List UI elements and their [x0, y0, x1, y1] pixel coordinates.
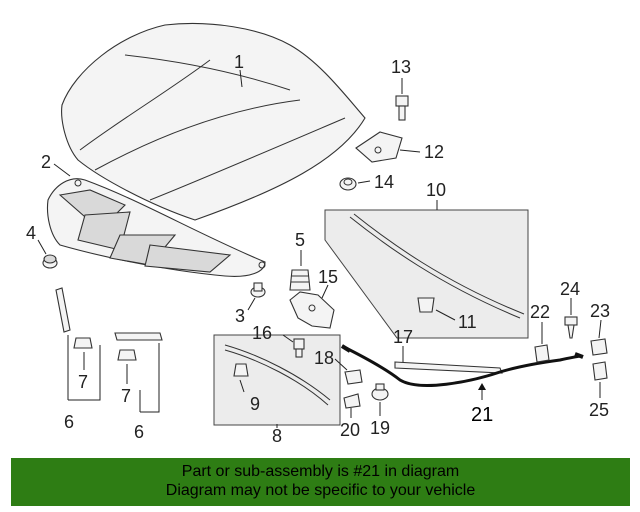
info-banner: Part or sub-assembly is #21 in diagram D… [11, 458, 630, 506]
callout-7b: 7 [121, 386, 131, 406]
callout-16: 16 [252, 323, 272, 343]
clip-22[interactable] [534, 344, 550, 363]
callout-8: 8 [272, 426, 282, 446]
hood-latch-bracket[interactable] [355, 131, 403, 163]
hood-hinge[interactable] [289, 291, 335, 329]
callout-24: 24 [560, 279, 580, 299]
callout-4: 4 [26, 223, 36, 243]
callout-6a: 6 [64, 412, 74, 432]
callout-22: 22 [530, 302, 550, 322]
callout-3: 3 [235, 306, 245, 326]
banner-line-1: Part or sub-assembly is #21 in diagram [181, 463, 460, 480]
retainer-23[interactable] [590, 338, 608, 356]
hood-bumper-3[interactable] [250, 282, 266, 298]
clamp-20[interactable] [343, 393, 361, 409]
weatherstrip-box[interactable] [324, 209, 529, 339]
callout-19: 19 [370, 418, 390, 438]
nut-14[interactable] [339, 177, 357, 191]
seal-strip-left[interactable] [55, 287, 71, 333]
callout-17: 17 [393, 327, 413, 347]
callout-13: 13 [391, 57, 411, 77]
callout-18: 18 [314, 348, 334, 368]
callout-12: 12 [424, 142, 444, 162]
hood-inner-frame[interactable] [46, 178, 266, 277]
bolt-16[interactable] [293, 338, 305, 358]
callout-9: 9 [250, 394, 260, 414]
callout-6b: 6 [134, 422, 144, 442]
callout-7a: 7 [78, 372, 88, 392]
callout-2: 2 [41, 152, 51, 172]
clip-7b[interactable] [117, 349, 137, 361]
grommet-19[interactable] [371, 383, 389, 401]
seal-strip-center[interactable] [114, 332, 163, 341]
clip-18[interactable] [344, 369, 363, 385]
callout-10: 10 [426, 180, 446, 200]
callout-11: 11 [458, 312, 477, 332]
clip-25[interactable] [592, 361, 608, 381]
cable-guide[interactable] [394, 361, 503, 374]
callout-5: 5 [295, 230, 305, 250]
bolt-13[interactable] [395, 95, 409, 121]
hood-release-cable[interactable] [340, 344, 584, 387]
hood-bumper-4[interactable] [42, 254, 58, 269]
screw-24[interactable] [564, 316, 578, 339]
hood-stopper[interactable] [289, 269, 311, 291]
callout-20: 20 [340, 420, 360, 440]
parts-diagram: 1 2 3 4 5 7 [26, 23, 610, 446]
callout-23: 23 [590, 301, 610, 321]
callout-1: 1 [234, 52, 244, 72]
callout-14: 14 [374, 172, 394, 192]
seal-kit-box[interactable] [213, 334, 341, 426]
banner-line-2: Diagram may not be specific to your vehi… [165, 482, 476, 499]
callout-25: 25 [589, 400, 609, 420]
clip-7a[interactable] [73, 337, 93, 349]
callout-15: 15 [318, 267, 338, 287]
hood-panel[interactable] [61, 23, 366, 221]
callout-21: 21 [471, 404, 493, 426]
